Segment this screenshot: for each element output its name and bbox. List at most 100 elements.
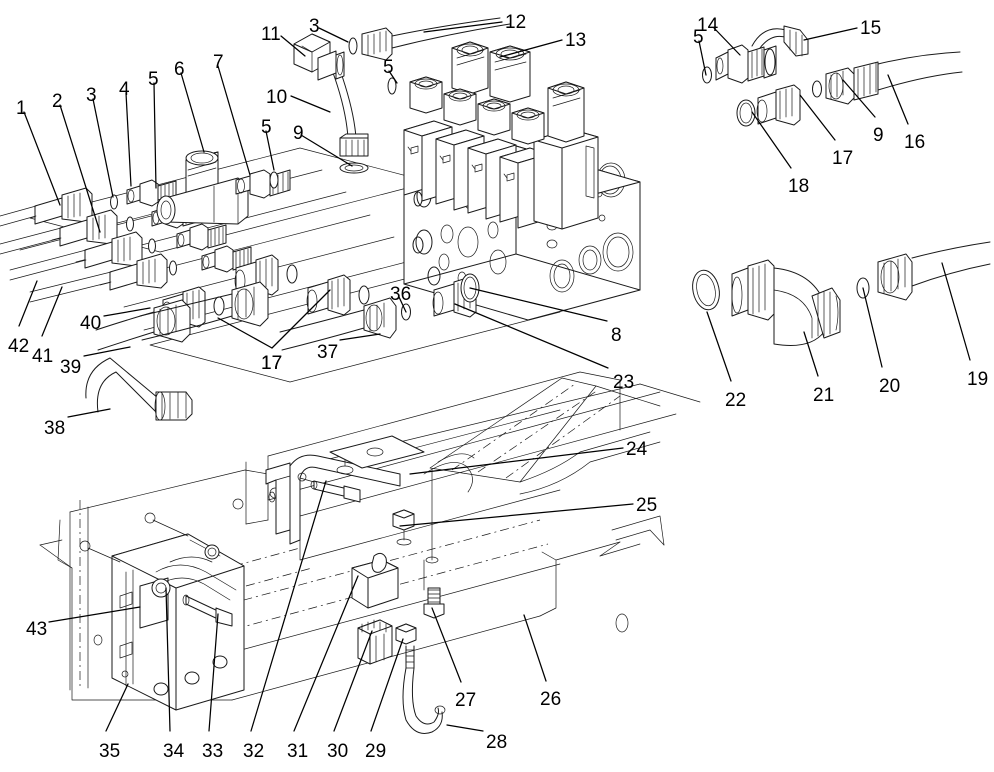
leader-line-18 xyxy=(751,111,792,169)
callout-number-30: 30 xyxy=(327,741,349,762)
leader-line-15 xyxy=(803,27,858,41)
leader-line-32 xyxy=(250,480,327,732)
callout-number-3a: 3 xyxy=(86,85,97,106)
callout-number-5c: 5 xyxy=(383,57,394,78)
leader-line-20 xyxy=(862,287,883,368)
callout-number-9a: 9 xyxy=(293,123,304,144)
leader-line-7 xyxy=(217,65,251,176)
callout-number-5a: 5 xyxy=(148,69,159,90)
leader-line-39 xyxy=(83,346,131,357)
callout-number-34: 34 xyxy=(163,741,185,762)
callout-number-35: 35 xyxy=(99,741,121,762)
callout-number-39: 39 xyxy=(60,357,82,378)
callout-number-1: 1 xyxy=(16,98,27,119)
leader-line-17b xyxy=(271,289,331,349)
callout-number-43: 43 xyxy=(26,619,48,640)
leader-line-40 xyxy=(103,307,151,317)
leader-line-2 xyxy=(59,104,101,233)
leader-line-33 xyxy=(208,613,219,732)
valve-sections xyxy=(403,41,599,230)
leader-line-42 xyxy=(18,280,38,327)
callout-number-21: 21 xyxy=(813,385,835,406)
leader-line-36 xyxy=(398,296,407,313)
leader-line-3a xyxy=(92,98,114,198)
callout-number-5b: 5 xyxy=(261,117,272,138)
callout-number-22: 22 xyxy=(725,390,747,411)
callout-number-32: 32 xyxy=(243,741,265,762)
callout-number-36: 36 xyxy=(390,284,412,305)
left-hose-fittings xyxy=(0,179,252,303)
leader-line-26 xyxy=(523,614,547,682)
elbow-assembly-right xyxy=(692,241,991,346)
right-top-fittings xyxy=(702,25,963,127)
callout-number-41: 41 xyxy=(32,346,54,367)
leader-line-27 xyxy=(431,607,462,683)
callout-number-16: 16 xyxy=(904,132,926,153)
leader-line-16 xyxy=(887,74,909,125)
swivel-nut-12 xyxy=(361,17,511,61)
callout-number-17c: 17 xyxy=(261,353,283,374)
center-lower-fittings xyxy=(85,254,480,421)
leader-line-5b xyxy=(265,130,275,171)
leader-lines xyxy=(18,21,971,732)
callout-number-10: 10 xyxy=(266,87,288,108)
callout-number-18: 18 xyxy=(788,176,810,197)
callout-number-17a: 17 xyxy=(832,148,854,169)
leader-line-12 xyxy=(423,21,503,33)
callout-number-42: 42 xyxy=(8,336,30,357)
callout-number-19: 19 xyxy=(967,369,989,390)
leader-line-43 xyxy=(48,606,141,623)
leader-line-37 xyxy=(339,333,381,341)
callout-number-25: 25 xyxy=(636,495,658,516)
callout-number-5d: 5 xyxy=(693,27,704,48)
leader-line-6 xyxy=(180,72,205,153)
callout-number-7: 7 xyxy=(213,52,224,73)
callout-number-31: 31 xyxy=(287,741,309,762)
callout-number-27: 27 xyxy=(455,690,477,711)
callout-number-13: 13 xyxy=(565,30,587,51)
leader-line-30 xyxy=(333,630,373,732)
callout-number-28: 28 xyxy=(486,732,508,753)
callout-number-37: 37 xyxy=(317,342,339,363)
leader-line-9b xyxy=(842,79,876,118)
callout-number-9b: 9 xyxy=(873,125,884,146)
callout-number-2: 2 xyxy=(52,91,63,112)
leader-line-1 xyxy=(23,111,61,206)
leader-line-38 xyxy=(67,408,111,418)
leader-line-14 xyxy=(713,27,741,56)
leader-line-3b xyxy=(318,27,349,43)
callout-number-11: 11 xyxy=(261,24,281,45)
callout-number-29: 29 xyxy=(365,741,387,762)
leader-line-28 xyxy=(446,724,484,732)
filter-tee-assembly xyxy=(156,150,249,225)
leader-line-9a xyxy=(300,134,353,167)
leader-line-24 xyxy=(409,447,624,475)
leader-line-41 xyxy=(41,286,63,337)
adapter-7 xyxy=(235,169,291,199)
leader-line-17c xyxy=(217,317,273,349)
valve-coil-nuts xyxy=(409,41,585,145)
leader-line-21 xyxy=(803,331,819,377)
leader-line-31 xyxy=(293,575,359,732)
leader-line-25 xyxy=(399,503,634,527)
leader-line-5c xyxy=(388,70,398,84)
leader-line-19 xyxy=(941,262,971,361)
curved-tube-assembly xyxy=(293,33,369,174)
callout-number-6: 6 xyxy=(174,59,185,80)
callout-number-4: 4 xyxy=(119,79,130,100)
leader-line-23 xyxy=(454,303,609,369)
callout-number-38: 38 xyxy=(44,418,66,439)
callout-number-40: 40 xyxy=(80,313,102,334)
callout-number-24: 24 xyxy=(626,439,648,460)
leader-line-5d xyxy=(698,40,707,76)
leader-line-11 xyxy=(280,35,306,57)
electrical-box-assembly xyxy=(79,487,281,711)
leader-line-29 xyxy=(370,638,404,732)
callout-number-8: 8 xyxy=(611,325,622,346)
leader-line-13 xyxy=(499,39,563,58)
leader-line-8 xyxy=(469,287,608,322)
leader-line-10 xyxy=(290,95,331,113)
leader-line-34 xyxy=(165,587,171,732)
